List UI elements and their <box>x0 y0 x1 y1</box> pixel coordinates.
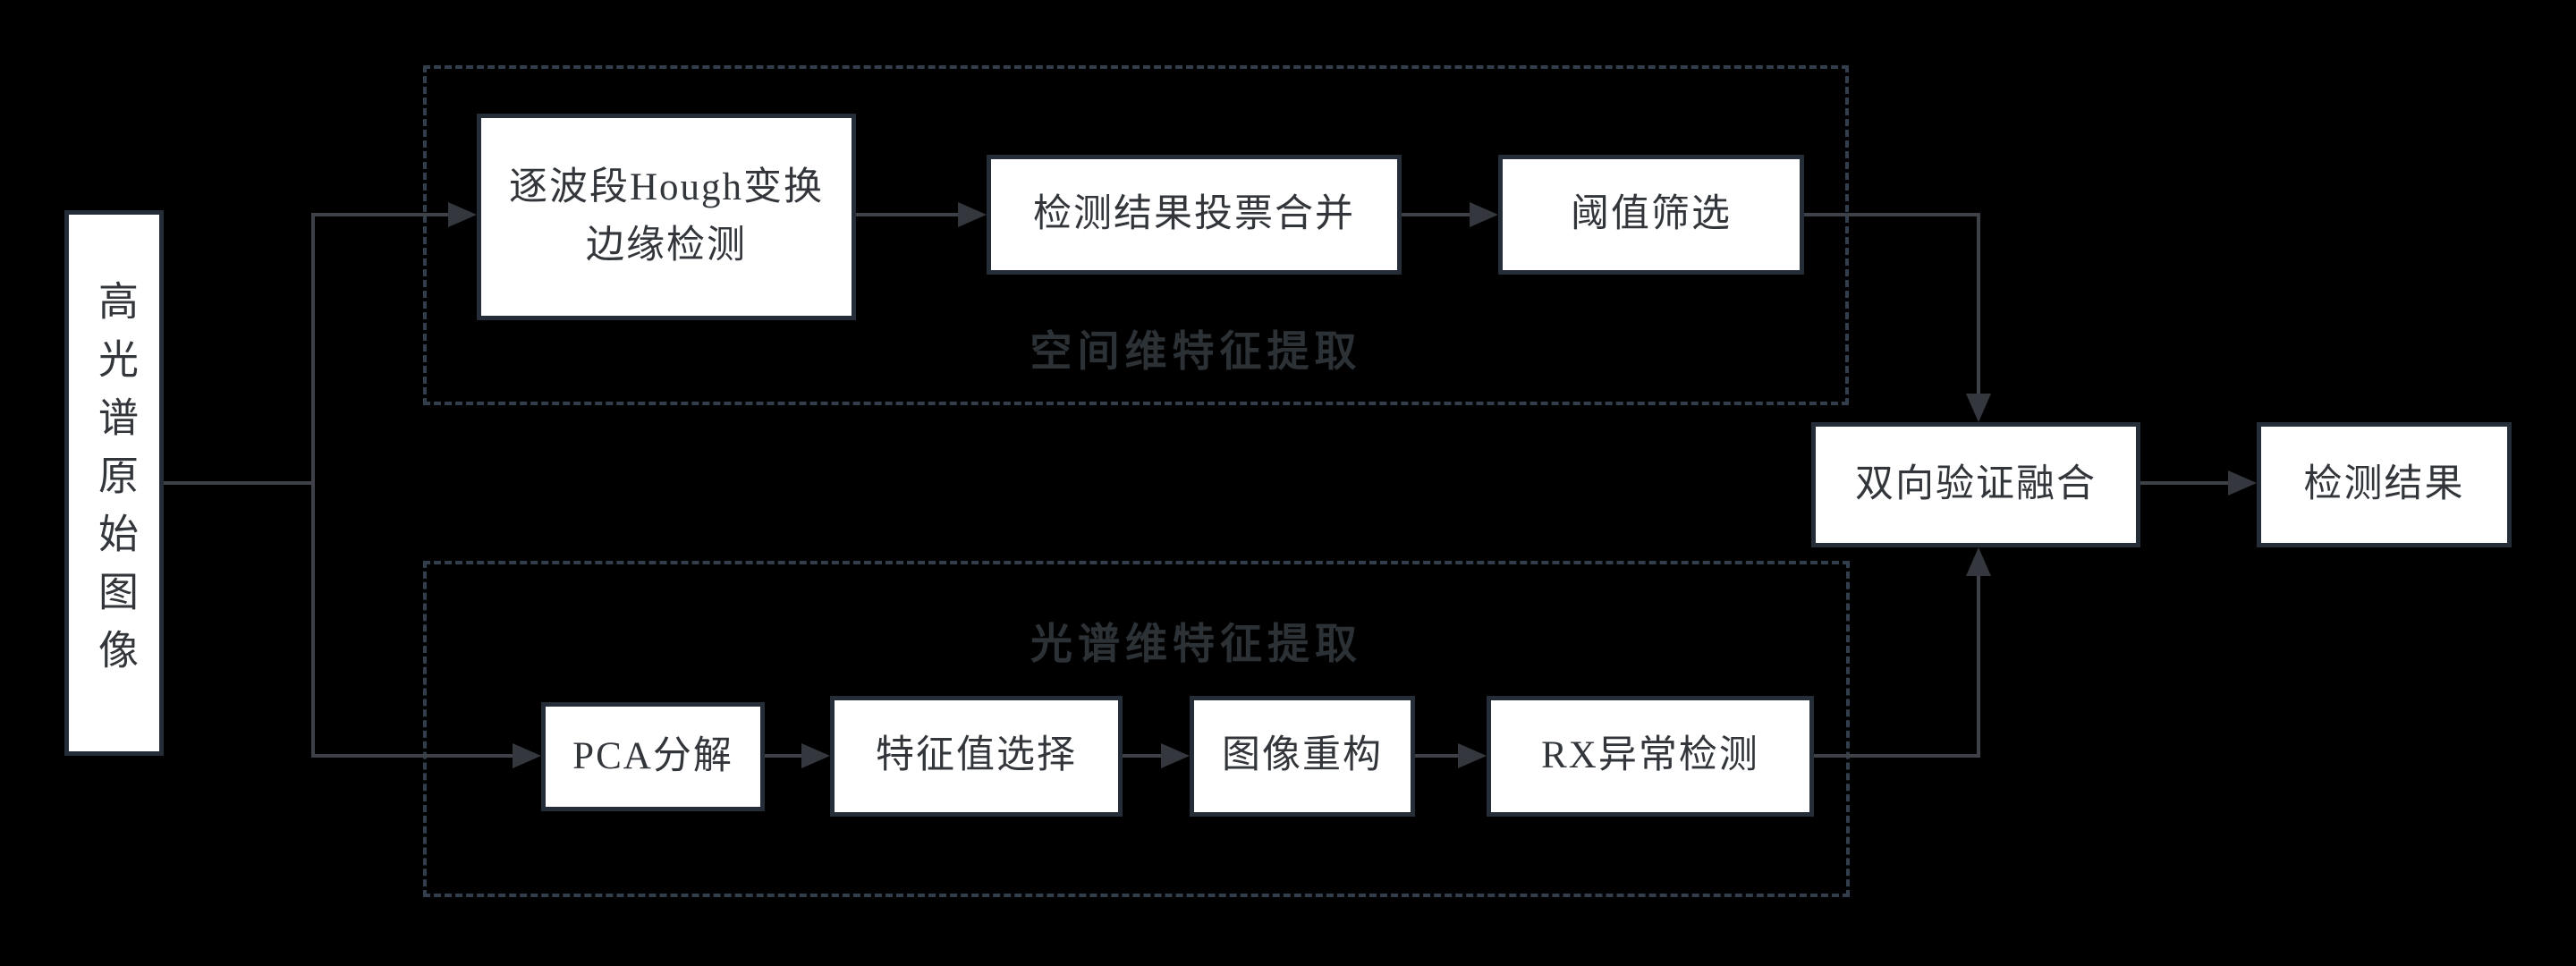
connector-branch-vertical <box>311 213 315 758</box>
node-image-reconstruction-label: 图像重构 <box>1222 734 1383 777</box>
node-rx-anomaly-detection: RX异常检测 <box>1487 696 1814 817</box>
node-eigenvalue-selection: 特征值选择 <box>830 696 1123 817</box>
node-pca-decomposition: PCA分解 <box>541 702 765 811</box>
arrowhead-into-threshold <box>1470 202 1498 227</box>
connector-recon-to-rx <box>1415 754 1458 758</box>
connector-hough-to-vote <box>856 213 960 216</box>
connector-to-hough <box>311 213 450 216</box>
arrowhead-into-vote <box>958 202 987 227</box>
node-threshold-filter-label: 阈值筛选 <box>1571 192 1732 235</box>
connector-source-out <box>164 481 311 485</box>
connector-pca-to-eigen <box>765 754 801 758</box>
node-hough-edge-detection: 逐波段Hough变换 边缘检测 <box>477 114 856 320</box>
connector-down-to-fusion <box>1977 213 1980 395</box>
spectral-feature-group: 光谱维特征提取 <box>423 561 1850 897</box>
node-threshold-filter: 阈值筛选 <box>1498 155 1804 275</box>
spectral-group-label: 光谱维特征提取 <box>1030 622 1362 668</box>
node-bidirectional-fusion: 双向验证融合 <box>1811 422 2140 547</box>
node-source-image: 高光谱原始图像 <box>64 210 164 756</box>
node-source-image-label: 高光谱原始图像 <box>92 279 137 687</box>
node-vote-merge: 检测结果投票合并 <box>987 155 1402 275</box>
node-detection-result-label: 检测结果 <box>2303 462 2465 505</box>
node-image-reconstruction: 图像重构 <box>1190 696 1415 817</box>
arrowhead-into-fusion-top <box>1966 394 1991 422</box>
connector-rx-out <box>1814 754 1980 758</box>
arrowhead-into-fusion-bottom <box>1966 547 1991 576</box>
connector-eigen-to-recon <box>1123 754 1161 758</box>
node-hough-label-line1: 逐波段Hough变换 <box>508 166 825 208</box>
connector-fusion-to-result <box>2140 481 2230 485</box>
node-bidirectional-fusion-label: 双向验证融合 <box>1855 462 2097 505</box>
spatial-group-label: 空间维特征提取 <box>1030 329 1362 376</box>
node-rx-anomaly-detection-label: RX异常检测 <box>1541 734 1759 777</box>
arrowhead-into-pca <box>513 743 541 768</box>
node-pca-decomposition-label: PCA分解 <box>572 734 733 777</box>
arrowhead-into-recon <box>1161 743 1190 768</box>
connector-threshold-out <box>1804 213 1980 216</box>
connector-to-pca <box>311 754 514 758</box>
connector-vote-to-threshold <box>1402 213 1471 216</box>
arrowhead-into-hough <box>448 202 477 227</box>
spatial-feature-group: 空间维特征提取 <box>423 65 1849 405</box>
node-vote-merge-label: 检测结果投票合并 <box>1033 192 1355 235</box>
connector-up-to-fusion <box>1977 574 1980 758</box>
arrowhead-into-rx <box>1458 743 1487 768</box>
node-detection-result: 检测结果 <box>2257 422 2512 547</box>
node-eigenvalue-selection-label: 特征值选择 <box>876 734 1077 777</box>
arrowhead-into-eigen <box>801 743 830 768</box>
node-hough-label-line2: 边缘检测 <box>586 224 747 267</box>
arrowhead-into-result <box>2228 470 2257 496</box>
